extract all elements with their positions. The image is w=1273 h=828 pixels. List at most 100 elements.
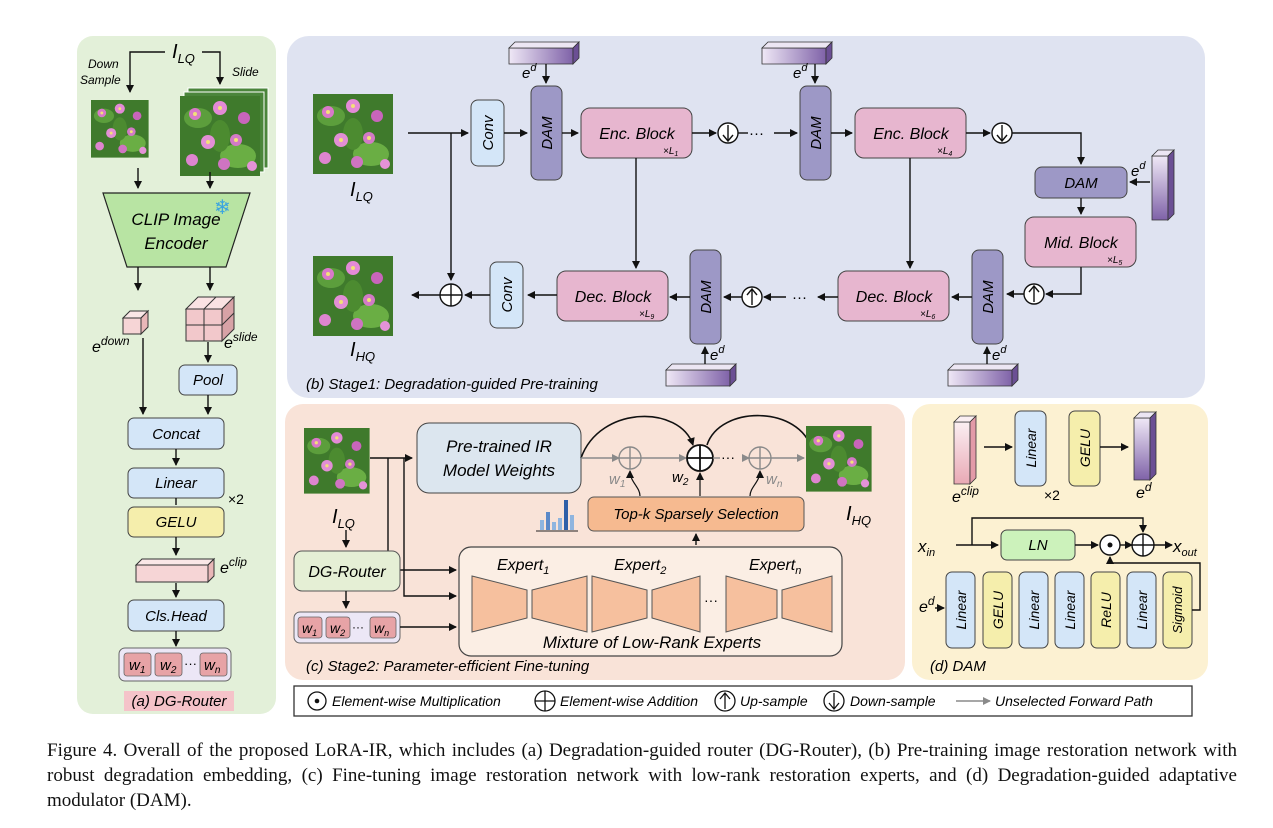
d-linear-2-label: Linear [1026,589,1042,629]
a-input-label: ILQ [172,41,195,66]
c-histogram-icon [536,500,578,532]
b-dam-4-label: DAM [980,280,997,314]
c-wn-weight: wn [374,620,389,638]
d-e-clip-bar [953,415,977,485]
a-w1-box [123,652,152,677]
d-times2-label: ×2 [1044,487,1060,503]
c-w2-box [325,616,351,639]
b-ed-label-3: ed [1131,160,1146,180]
b-conv-bottom-label: Conv [499,276,516,313]
c-wn-label: wn [766,471,783,490]
b-downsample-icon-1 [717,122,739,144]
b-ed-bar-3 [1151,149,1175,221]
c-topk-box [587,496,805,532]
a-w2-label: w2 [160,657,177,676]
c-topk-label: Top-k Sparsely Selection [613,506,778,523]
b-ed-label-4: ed [992,344,1007,364]
c-w2-label: w2 [672,469,689,488]
a-w1-label: w1 [129,657,145,676]
d-linear-2 [1018,571,1049,649]
d-ln-label: LN [1028,537,1047,554]
c-w1-weight: w1 [302,620,317,638]
b-dec-block-1-count: ×L9 [639,309,654,321]
a-down-sample-label: Down [88,57,119,71]
a-w2-box [154,652,183,677]
c-mixture-box [458,546,843,657]
d-linear-3-label: Linear [1062,589,1078,629]
d-e-clip-label: eclip [952,484,979,506]
b-downsample-icon-2 [991,122,1013,144]
a-slide-images [180,87,269,176]
b-hq-image [313,256,393,336]
a-e-clip-label: eclip [220,555,247,577]
legend: Element-wise Multiplication Element-wise… [293,685,1193,717]
panel-a: ILQ Down Sample Slide CLIP Image Encoder… [80,41,269,711]
c-lq-label: ILQ [332,506,355,531]
c-w2-weight: w2 [330,620,345,638]
a-clip-encoder-label-2: Encoder [144,234,209,253]
b-upsample-icon-2 [741,286,763,308]
b-dam-2-label: DAM [808,116,825,150]
b-enc-block-2-count: ×L4 [937,146,952,158]
c-pretrained-label-2: Model Weights [443,461,556,480]
a-title: (a) DG-Router [131,693,227,710]
d-gelu-1-label: GELU [990,590,1006,629]
c-w1-label: w1 [609,471,625,490]
b-dec-block-2 [837,270,950,322]
d-linear-top [1014,410,1047,487]
b-hq-label: IHQ [350,339,375,364]
a-e-slide-cube [184,295,236,343]
a-concat-label: Concat [152,426,200,443]
d-linear-top-label: Linear [1023,427,1039,467]
legend-up-label: Up-sample [740,693,808,709]
d-linear-3 [1054,571,1085,649]
a-branch-right [202,51,224,85]
c-expert-dots: ··· [704,592,718,608]
c-add-unselected-n [748,446,772,470]
d-add-icon [1131,533,1155,557]
b-add-icon [439,283,463,307]
legend-add-label: Element-wise Addition [560,693,698,709]
a-down-image [91,100,149,158]
d-relu-label: ReLU [1098,591,1114,628]
a-snowflake-icon: ❄ [214,197,231,219]
legend-upsample-icon [714,690,736,712]
b-title: (b) Stage1: Degradation-guided Pre-train… [306,376,598,393]
a-wn-label: wn [204,657,221,676]
legend-mult-label: Element-wise Multiplication [332,693,501,709]
a-e-down-label: edown [92,334,130,356]
c-pretrained-box [416,422,582,494]
d-linear-1 [945,571,976,649]
b-ed-label-5: ed [710,344,725,364]
b-dam-1-label: DAM [539,116,556,150]
c-mixture-label: Mixture of Low-Rank Experts [543,633,762,652]
panel-d: eclip Linear GELU ×2 ed xin LN [917,410,1201,675]
c-expert-2-label: Expert2 [614,557,666,577]
b-upsample-icon-1 [1023,283,1045,305]
c-selected-path-2 [706,414,815,451]
b-mid-block-count: ×L5 [1107,255,1122,267]
c-lq-image [304,428,370,494]
a-times2-label: ×2 [228,491,244,507]
d-linear-1-label: Linear [953,589,969,629]
a-weights-dots: ··· [184,656,197,671]
d-x-out-label: xout [1172,537,1198,559]
d-x-in-label: xin [917,537,935,559]
a-wn-box [199,652,228,677]
legend-down-label: Down-sample [850,693,936,709]
a-cls-head-label: Cls.Head [145,608,207,625]
a-slide-label: Slide [232,65,259,79]
b-ed-label-1: ed [522,62,537,82]
d-ed-label-bottom: ed [919,594,935,616]
figure-caption: Figure 4. Overall of the proposed LoRA-I… [47,740,1237,811]
b-lq-label: ILQ [350,179,373,204]
c-title: (c) Stage2: Parameter-efficient Fine-tun… [306,658,590,675]
d-linear-4-label: Linear [1134,589,1150,629]
c-add-selected [686,444,714,472]
a-clip-encoder-label: CLIP Image [131,210,220,229]
legend-unselected-label: Unselected Forward Path [995,693,1153,709]
b-dots-bottom: ··· [792,289,807,306]
c-weights-dots: ··· [352,620,364,634]
legend-downsample-icon [823,690,845,712]
b-ed-bar-2 [761,41,833,65]
